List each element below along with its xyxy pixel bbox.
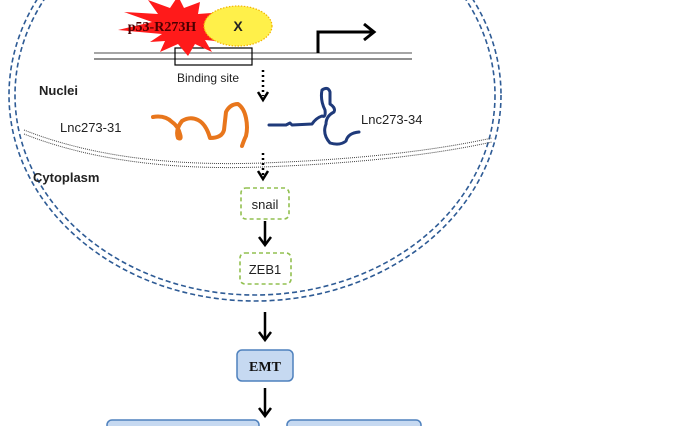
dotted-arrow-lnc-to-snail: [256, 153, 270, 182]
transcription-start-arrow-icon: [316, 30, 372, 53]
x-label: X: [233, 18, 243, 34]
p53-starburst: p53-R273H: [118, 0, 238, 56]
arrow-zeb1-to-emt: [258, 312, 272, 343]
emt-label: EMT: [249, 360, 282, 375]
p53-label: p53-R273H: [128, 20, 197, 35]
lnc273-34-label: Lnc273-34: [361, 112, 422, 127]
binding-site-label: Binding site: [177, 71, 239, 85]
arrow-emt-to-outcomes: [258, 388, 272, 419]
nuclei-label: Nuclei: [39, 83, 78, 98]
zeb1-label: ZEB1: [249, 262, 282, 277]
arrow-snail-to-zeb1: [258, 221, 272, 248]
lnc273-31-label: Lnc273-31: [60, 120, 121, 135]
snail-label: snail: [252, 197, 279, 212]
emt-node: EMT: [236, 349, 294, 382]
zeb1-node: ZEB1: [239, 252, 292, 285]
cell-membrane: [8, 0, 502, 302]
x-protein: X: [203, 5, 273, 47]
cytoplasm-label: Cytoplasm: [33, 170, 99, 185]
dna-strand: [94, 52, 412, 60]
outcome-box-left: [106, 419, 260, 426]
nuclear-membrane: [23, 129, 493, 169]
dotted-arrow-binding-to-lnc: [256, 70, 270, 103]
binding-site-box: [174, 47, 253, 66]
outcome-box-right: [286, 419, 422, 426]
lnc273-31-rna: [151, 102, 249, 148]
snail-node: snail: [240, 187, 290, 220]
lnc273-34-rna: [267, 86, 361, 146]
